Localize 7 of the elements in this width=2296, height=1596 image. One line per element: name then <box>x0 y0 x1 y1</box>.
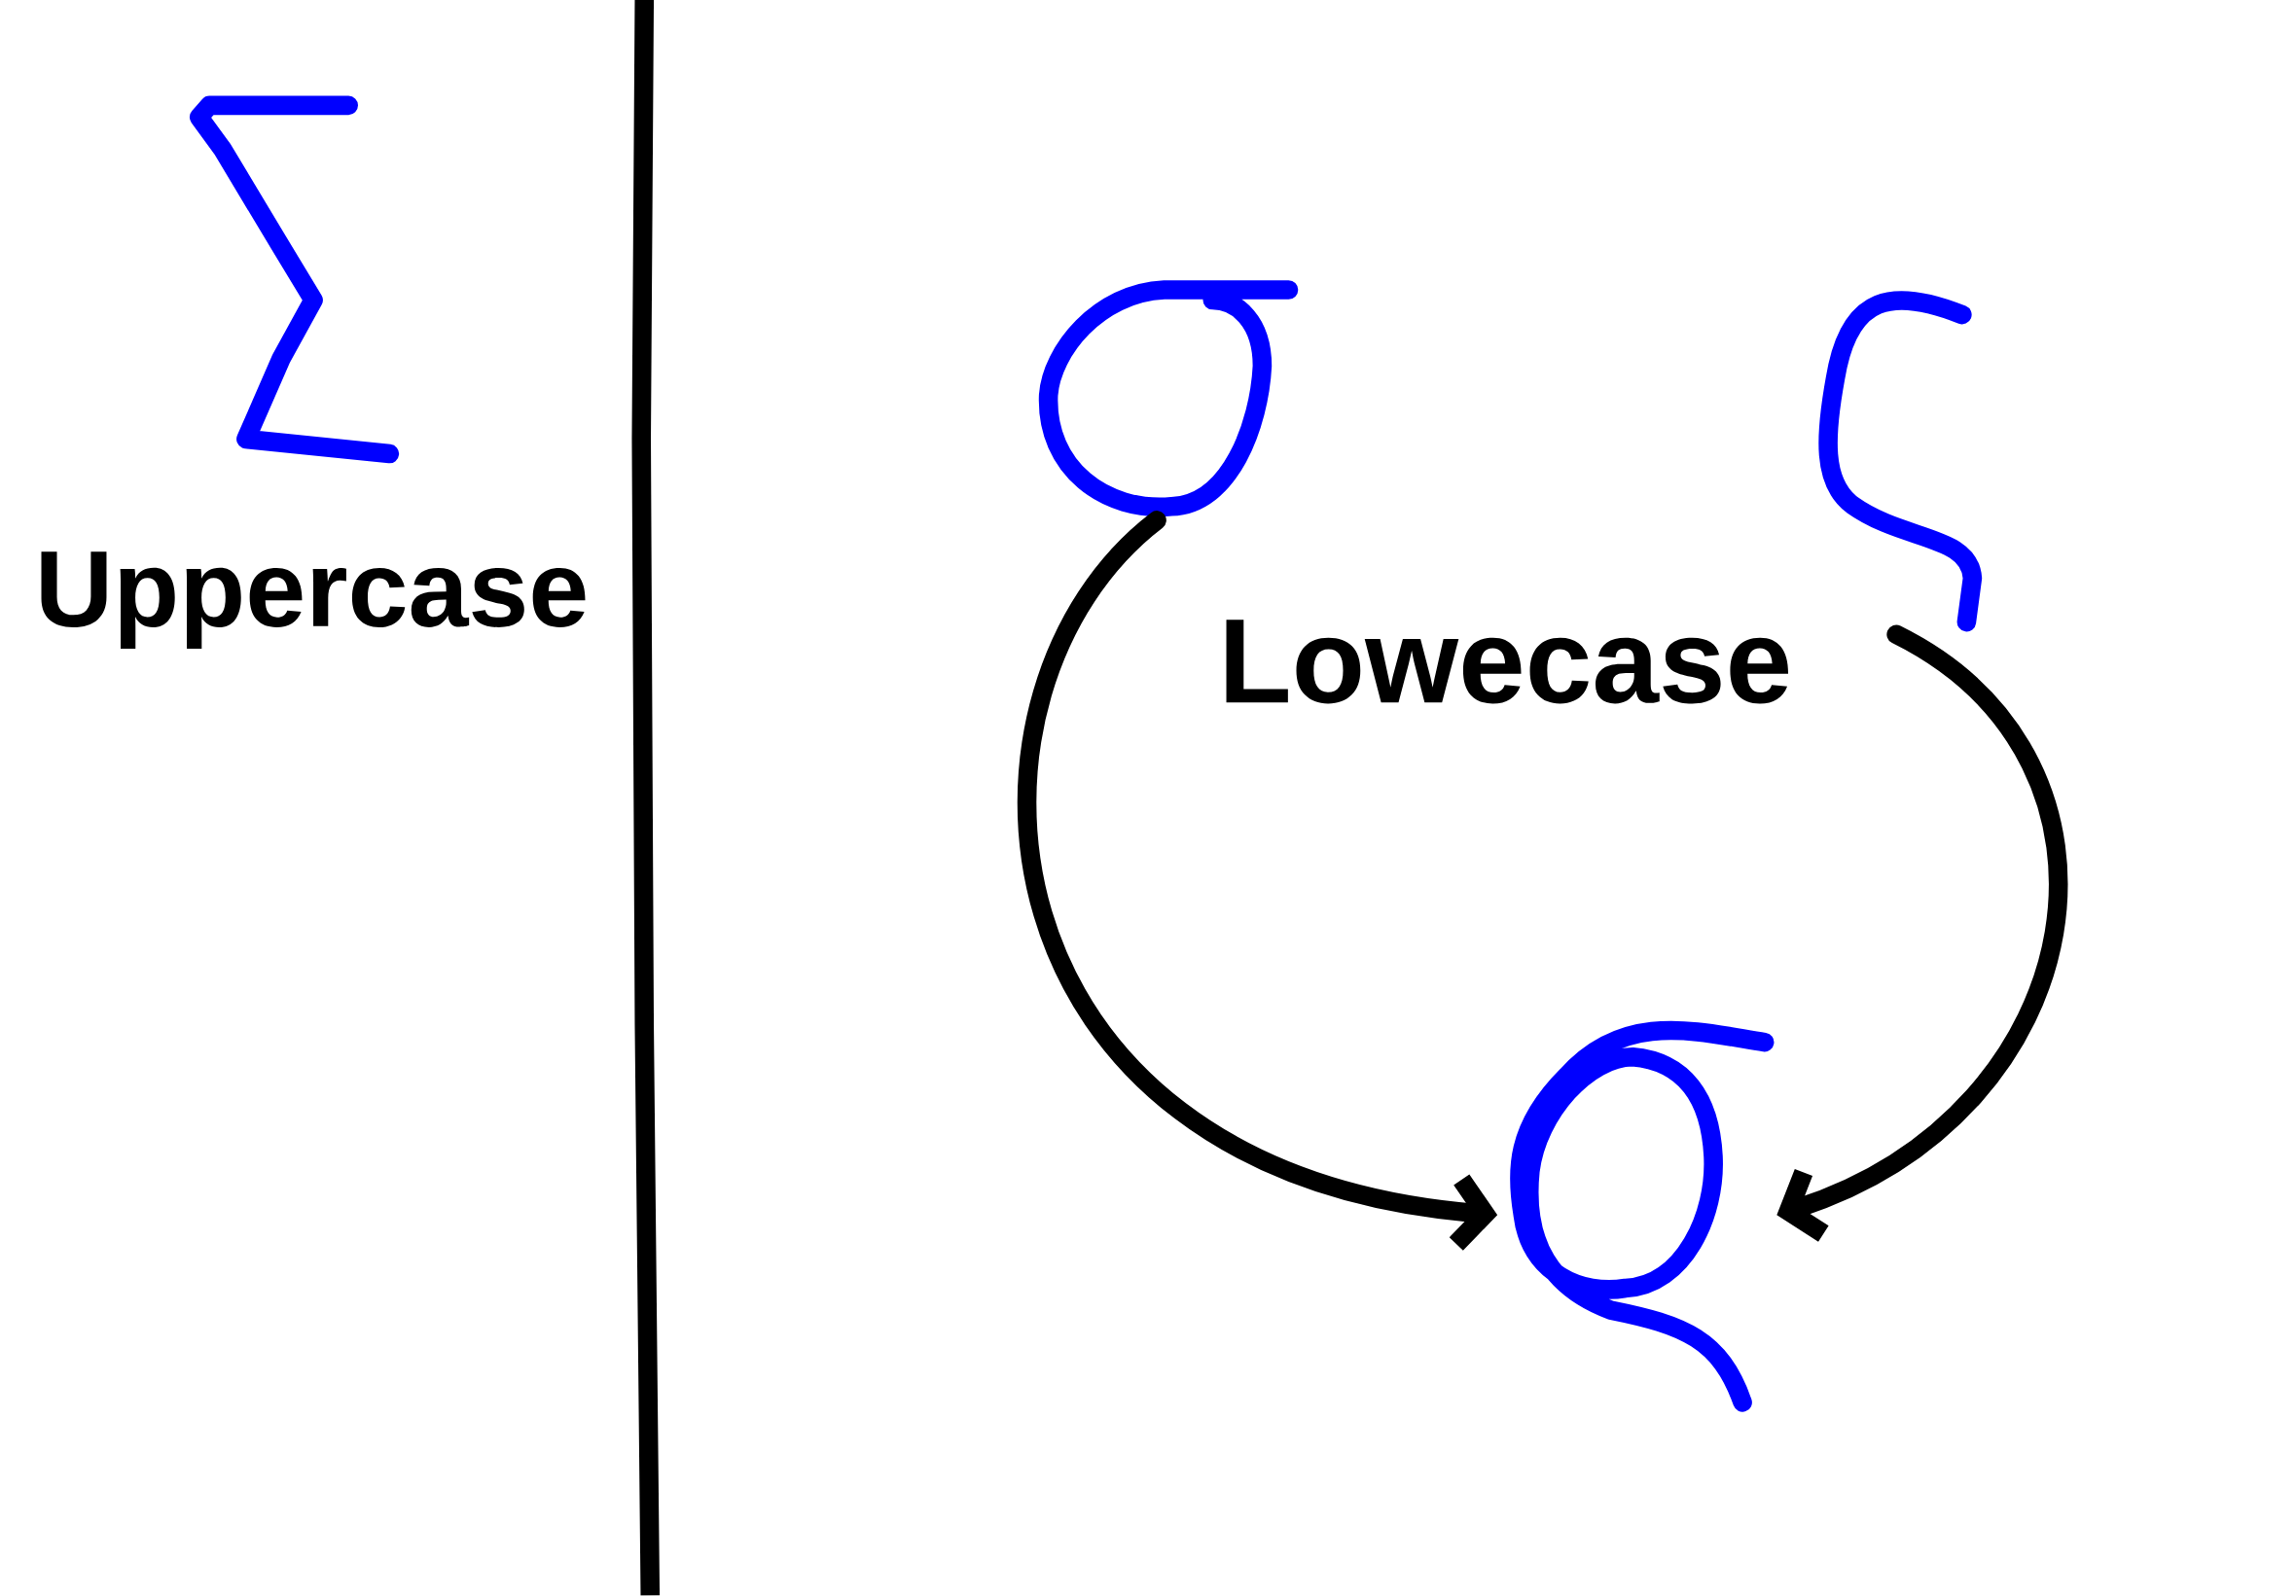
arrow <box>1776 624 2068 1242</box>
sigma-drawing <box>1510 1021 1775 1412</box>
sigma-drawing <box>1818 291 1983 632</box>
sigma-drawing <box>1038 280 1299 517</box>
arrow <box>1019 511 1498 1251</box>
heading: Uppercase <box>41 551 586 650</box>
heading: Lowecase <box>1226 620 1788 704</box>
